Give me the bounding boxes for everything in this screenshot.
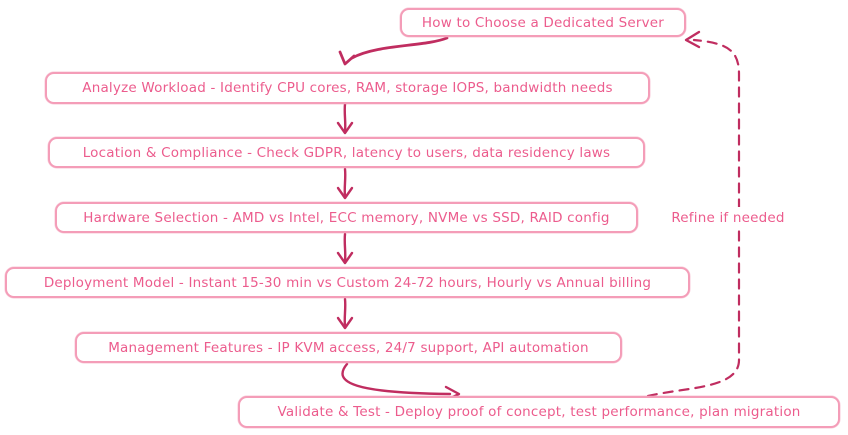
arrowhead-step2-to-step3-icon [336, 186, 354, 200]
step-label: Deployment Model - Instant 15-30 min vs … [43, 274, 652, 291]
step-label: Location & Compliance - Check GDPR, late… [82, 144, 611, 161]
arrow-step1-to-step2 [343, 102, 347, 133]
arrowhead-step3-to-step4-icon [336, 251, 354, 265]
feedback-arrowhead-icon [684, 30, 701, 49]
arrow-title-to-step1 [350, 36, 449, 60]
step-box-location-compliance: Location & Compliance - Check GDPR, late… [48, 137, 645, 168]
feedback-label-text: Refine if needed [671, 210, 785, 226]
arrowhead-title-to-step1-icon [338, 50, 356, 66]
step-label: Validate & Test - Deploy proof of concep… [277, 404, 801, 420]
arrow-step2-to-step3 [343, 167, 347, 198]
feedback-arrow-path [646, 38, 741, 398]
step-box-validate-test: Validate & Test - Deploy proof of concep… [238, 396, 840, 428]
step-label: Management Features - IP KVM access, 24/… [108, 339, 589, 356]
step-box-hardware-selection: Hardware Selection - AMD vs Intel, ECC m… [55, 202, 638, 233]
step-label: Hardware Selection - AMD vs Intel, ECC m… [83, 209, 610, 226]
title-box-label: How to Choose a Dedicated Server [421, 14, 665, 31]
step-box-deployment-model: Deployment Model - Instant 15-30 min vs … [5, 267, 690, 298]
step-box-analyze-workload: Analyze Workload - Identify CPU cores, R… [45, 72, 650, 104]
arrow-step4-to-step5 [343, 297, 347, 328]
feedback-arrow-label: Refine if needed [664, 207, 792, 229]
arrowhead-step4-to-step5-icon [336, 316, 354, 330]
arrowhead-step1-to-step2-icon [336, 121, 354, 135]
arrow-step3-to-step4 [343, 232, 347, 263]
arrow-step5-to-step6 [341, 362, 452, 396]
step-box-management-features: Management Features - IP KVM access, 24/… [75, 332, 622, 363]
step-label: Analyze Workload - Identify CPU cores, R… [82, 80, 613, 96]
title-box: How to Choose a Dedicated Server [400, 8, 686, 37]
